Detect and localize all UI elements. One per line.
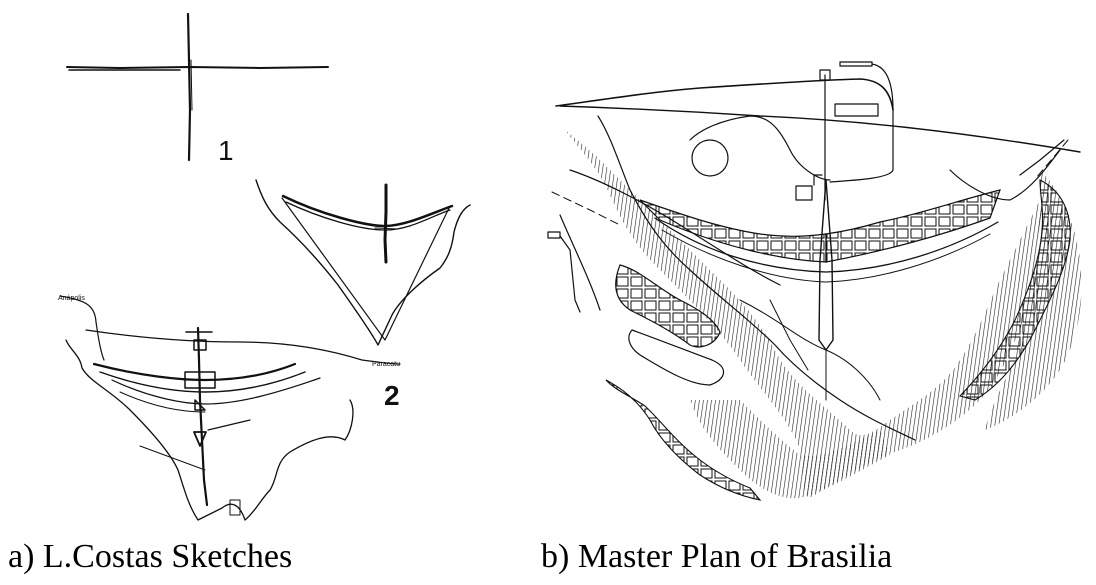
sketch-label-anapolis: Anápolis: [58, 295, 85, 302]
sketch-label-paracatu: Paracatu: [372, 361, 400, 368]
master-plan: [547, 61, 1082, 501]
caption-a: a) L.Costas Sketches: [8, 538, 293, 575]
costa-sketches: 1: [58, 12, 471, 521]
lake-south: [690, 400, 890, 499]
sketch-3-pilot-plan: Anápolis Paracatu 2: [58, 295, 401, 521]
sketch-1-cross: 1: [66, 12, 329, 166]
south-wing: [639, 199, 827, 263]
sketch-number-2: 2: [384, 380, 400, 411]
sketch-2-triangle: [255, 179, 471, 346]
caption-b: b) Master Plan of Brasilia: [541, 538, 893, 575]
north-wing: [825, 189, 1001, 263]
lake-west: [565, 130, 1050, 498]
east-satellite: [958, 179, 1071, 401]
west-satellite: [615, 264, 721, 348]
south-satellite: [605, 379, 762, 501]
sketch-number-1: 1: [218, 135, 234, 166]
